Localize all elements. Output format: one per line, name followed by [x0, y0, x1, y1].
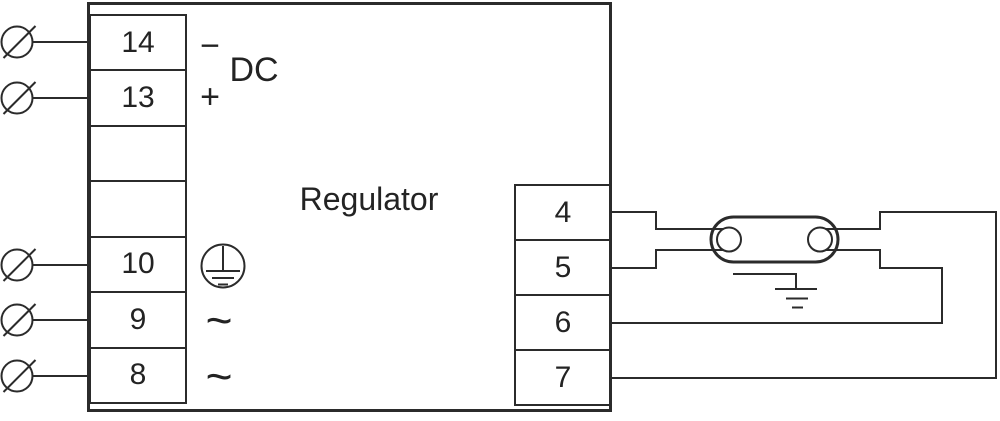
terminal-9: 9 — [89, 291, 187, 349]
right-terminal-block: 4 5 6 7 — [514, 184, 612, 406]
screw-slash — [2, 248, 37, 282]
protective-earth-icon — [200, 243, 246, 289]
screw-terminal-icon — [0, 303, 90, 337]
fluorescent-lamp-icon — [709, 215, 840, 264]
wire-lamp-to-terminal-6 — [612, 249, 943, 324]
screw-slash — [2, 359, 37, 393]
dc-label: DC — [229, 51, 279, 89]
screw-terminal-icon — [0, 248, 90, 282]
terminal-10: 10 — [89, 235, 187, 294]
terminal-8: 8 — [89, 346, 187, 404]
dc-minus-sign: − — [200, 27, 220, 65]
ac-tilde-terminal-8: ~ — [205, 350, 233, 402]
terminal-label: 10 — [121, 247, 155, 281]
terminal-label: 9 — [129, 302, 147, 336]
terminal-label: 8 — [129, 358, 147, 392]
terminal-label: 4 — [554, 195, 572, 229]
screw-slash — [2, 81, 37, 115]
terminal-label: 13 — [121, 81, 155, 115]
left-terminal-block: 14 13 10 9 8 — [89, 14, 187, 404]
lamp-electrode-right — [807, 226, 833, 253]
terminal-13: 13 — [89, 69, 187, 127]
wire-terminal-4-to-lamp — [611, 211, 723, 230]
earth-ground-icon — [733, 273, 817, 309]
terminal-6: 6 — [514, 294, 612, 351]
dc-plus-sign: + — [200, 78, 220, 116]
ac-tilde-terminal-9: ~ — [205, 294, 233, 346]
regulator-title: Regulator — [299, 181, 439, 217]
lamp-electrode-left — [716, 226, 742, 253]
terminal-5: 5 — [514, 239, 612, 296]
terminal-14: 14 — [89, 14, 187, 72]
terminal-blank-2 — [89, 180, 187, 238]
terminal-4: 4 — [514, 184, 612, 241]
terminal-label: 7 — [554, 360, 572, 394]
terminal-label: 5 — [554, 250, 572, 284]
wire-terminal-5-to-lamp — [611, 249, 723, 269]
screw-terminal-icon — [0, 25, 90, 59]
screw-slash — [2, 25, 37, 59]
terminal-7: 7 — [514, 349, 612, 406]
screw-slash — [2, 303, 37, 337]
terminal-label: 6 — [554, 305, 572, 339]
terminal-blank-1 — [89, 124, 187, 183]
terminal-label: 14 — [121, 25, 155, 59]
lamp-wiring — [611, 211, 997, 379]
wire-lamp-to-terminal-7 — [612, 211, 997, 379]
screw-terminal-icon — [0, 81, 90, 115]
screw-terminal-icon — [0, 359, 90, 393]
